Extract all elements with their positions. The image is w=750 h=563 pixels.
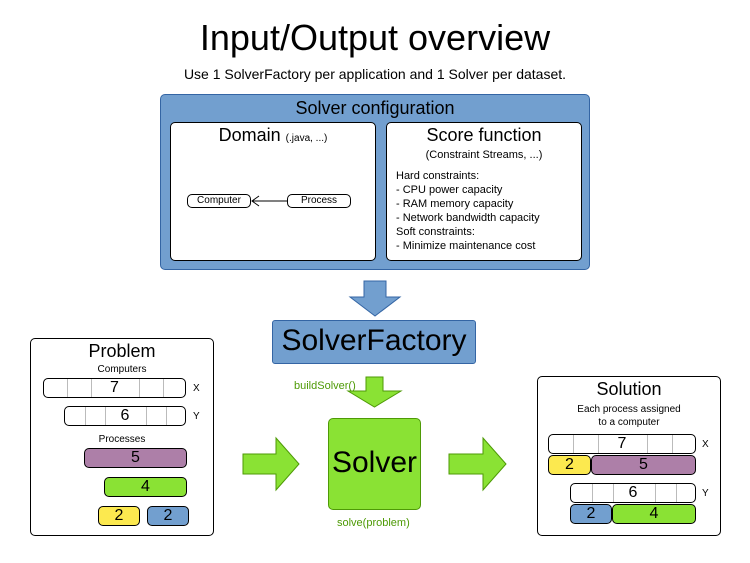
capacity-segment xyxy=(672,435,673,453)
score-function-subtitle: (Constraint Streams, ...) xyxy=(425,149,543,161)
capacity-segment xyxy=(85,407,86,425)
solution-panel: Solution Each process assigned to a comp… xyxy=(537,376,721,536)
solver-configuration-title: Solver configuration xyxy=(295,98,455,118)
assigned-process-item: 5 xyxy=(591,455,696,475)
process-class-box: Process xyxy=(287,194,351,208)
capacity-segment xyxy=(139,379,140,397)
computer-y-letter: Y xyxy=(193,411,200,422)
constraint-line: - Network bandwidth capacity xyxy=(396,212,540,224)
process-item: 2 xyxy=(147,506,189,526)
process-item: 4 xyxy=(104,477,187,497)
solution-computer-x-capacity: 7 xyxy=(617,435,627,452)
factory-to-solver-arrow-icon xyxy=(346,376,403,408)
diagram-title: Input/Output overview xyxy=(199,17,551,58)
capacity-segment xyxy=(598,435,599,453)
capacity-segment xyxy=(573,435,574,453)
computer-class-box: Computer xyxy=(187,194,251,208)
score-function-panel: Score function (Constraint Streams, ...)… xyxy=(386,122,582,261)
constraint-line: Hard constraints: xyxy=(396,170,480,182)
computer-x-capacity: 7 xyxy=(110,379,119,396)
capacity-segment xyxy=(592,484,593,502)
capacity-segment xyxy=(105,407,106,425)
assigned-process-item: 2 xyxy=(548,455,591,475)
capacity-segment xyxy=(676,484,677,502)
solution-computer-x: 7 xyxy=(548,434,696,454)
capacity-segment xyxy=(613,484,614,502)
solver-factory-box: SolverFactory xyxy=(272,320,476,364)
problem-panel: Problem Computers 7 X 6 Y Processes 5 4 … xyxy=(30,338,214,536)
constraint-line: - RAM memory capacity xyxy=(396,198,514,210)
build-solver-call: buildSolver() xyxy=(294,380,356,392)
domain-panel: Domain (.java, ...) Computer Process xyxy=(170,122,376,261)
assigned-process-item: 2 xyxy=(570,504,612,524)
solution-computer-x-letter: X xyxy=(702,439,709,450)
problem-title: Problem xyxy=(88,341,156,361)
assigned-process-item: 4 xyxy=(612,504,696,524)
processes-label: Processes xyxy=(98,434,146,445)
constraint-line: - CPU power capacity xyxy=(396,184,503,196)
solution-title: Solution xyxy=(596,379,662,399)
solver-to-solution-arrow-icon xyxy=(448,436,507,492)
solution-computer-y: 6 xyxy=(570,483,696,503)
capacity-segment xyxy=(166,407,167,425)
constraint-line: Soft constraints: xyxy=(396,226,475,238)
computer-y-capacity: 6 xyxy=(120,407,130,424)
config-to-factory-arrow-icon xyxy=(348,280,402,317)
computer-y: 6 xyxy=(64,406,186,426)
constraint-list: Hard constraints: - CPU power capacity -… xyxy=(396,169,540,253)
capacity-segment xyxy=(163,379,164,397)
process-item: 5 xyxy=(84,448,187,468)
computer-x: 7 xyxy=(43,378,186,398)
solve-call: solve(problem) xyxy=(337,517,410,529)
solver-box: Solver xyxy=(328,418,421,510)
solver-configuration-box: Solver configuration Domain (.java, ...)… xyxy=(160,94,590,270)
solution-computer-y-letter: Y xyxy=(702,488,709,499)
domain-hint: (.java, ...) xyxy=(285,133,328,144)
solution-caption-line-2: to a computer xyxy=(598,417,660,428)
constraint-line: - Minimize maintenance cost xyxy=(396,240,536,252)
capacity-segment xyxy=(655,484,656,502)
capacity-segment xyxy=(647,435,648,453)
association-arrow-icon xyxy=(251,195,287,207)
capacity-segment xyxy=(67,379,68,397)
diagram-subtitle: Use 1 SolverFactory per application and … xyxy=(183,66,567,82)
computers-label: Computers xyxy=(97,364,147,375)
solution-computer-y-capacity: 6 xyxy=(628,484,638,501)
score-function-title: Score function xyxy=(426,125,542,145)
process-item: 2 xyxy=(98,506,140,526)
domain-title-text: Domain xyxy=(218,125,281,145)
capacity-segment xyxy=(146,407,147,425)
computer-x-letter: X xyxy=(193,383,200,394)
problem-to-solver-arrow-icon xyxy=(242,436,300,492)
solution-caption-line-1: Each process assigned xyxy=(577,404,681,415)
domain-title: Domain (.java, ...) xyxy=(171,124,375,150)
capacity-segment xyxy=(91,379,92,397)
